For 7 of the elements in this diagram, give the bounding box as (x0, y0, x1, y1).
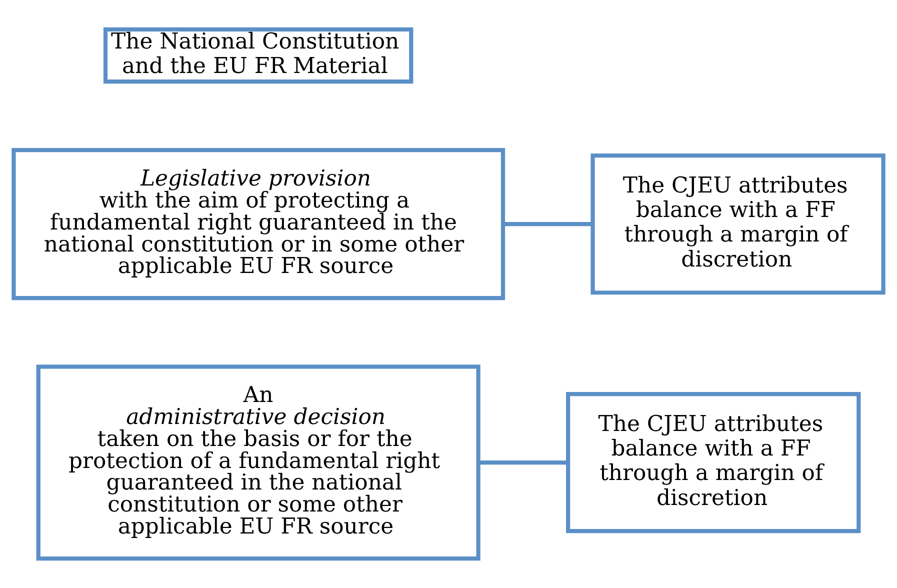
connector (478, 460, 568, 465)
node-box: Legislative provision with the aim of protecting a fundamental right guaranteed in the national constitution or in some other applicable EU FR source (12, 148, 506, 300)
node-box: The CJEU attributes balance with a FF through a margin of discretion (566, 392, 861, 534)
node-box: An administrative decision taken on the basis or for the protection of a fundamental right guaranteed in the national constitution or some other applicable EU FR source (36, 364, 480, 561)
node-box: The National Constitution and the EU FR Material (103, 27, 414, 84)
connector (503, 222, 593, 226)
node-box: The CJEU attributes balance with a FF through a margin of discretion (590, 154, 886, 295)
